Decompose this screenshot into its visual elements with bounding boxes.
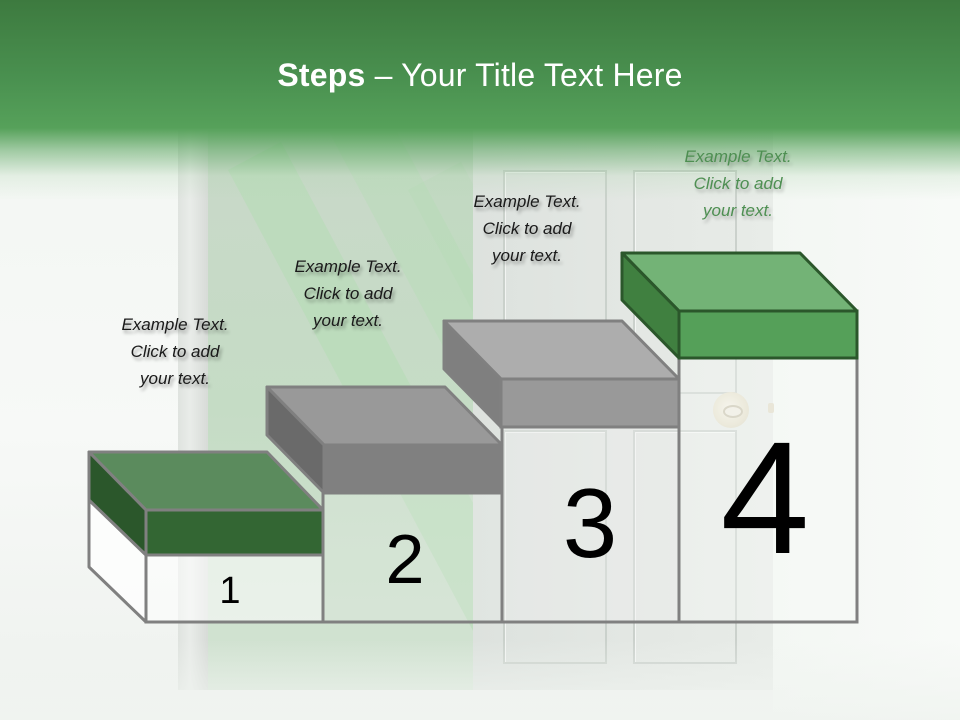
step-1-block[interactable] xyxy=(87,450,325,557)
door-latch xyxy=(768,403,774,413)
step-3-block[interactable] xyxy=(442,319,681,429)
slide-title[interactable]: Steps – Your Title Text Here xyxy=(0,52,960,98)
step-2-caption[interactable]: Example Text. Click to add your text. xyxy=(263,253,433,334)
caption-line: Click to add xyxy=(303,284,393,303)
caption-line: your text. xyxy=(703,201,773,220)
step-3-column xyxy=(500,425,681,624)
step-4-caption[interactable]: Example Text. Click to add your text. xyxy=(653,143,823,224)
caption-line: Example Text. xyxy=(121,315,229,334)
caption-line: Click to add xyxy=(482,219,572,238)
step-1-caption[interactable]: Example Text. Click to add your text. xyxy=(90,311,260,392)
caption-line: Click to add xyxy=(693,174,783,193)
caption-line: Example Text. xyxy=(473,192,581,211)
floor xyxy=(0,640,960,720)
step-2-number: 2 xyxy=(385,520,425,598)
step-2-column xyxy=(321,491,504,624)
step-1-column xyxy=(87,498,325,624)
header-band xyxy=(0,0,960,200)
caption-line: your text. xyxy=(313,311,383,330)
step-3-number: 3 xyxy=(562,468,618,578)
door-knob-icon xyxy=(713,392,749,428)
caption-line: Click to add xyxy=(130,342,220,361)
caption-line: your text. xyxy=(140,369,210,388)
step-4-block[interactable] xyxy=(620,251,859,360)
caption-line: your text. xyxy=(492,246,562,265)
step-4-number: 4 xyxy=(720,408,810,587)
step-3-caption[interactable]: Example Text. Click to add your text. xyxy=(442,188,612,269)
caption-line: Example Text. xyxy=(684,147,792,166)
title-bold: Steps xyxy=(277,57,366,93)
step-4-column xyxy=(677,356,859,624)
caption-line: Example Text. xyxy=(294,257,402,276)
step-2-block[interactable] xyxy=(265,385,504,495)
step-1-number: 1 xyxy=(219,570,241,612)
title-rest: – Your Title Text Here xyxy=(365,57,683,93)
